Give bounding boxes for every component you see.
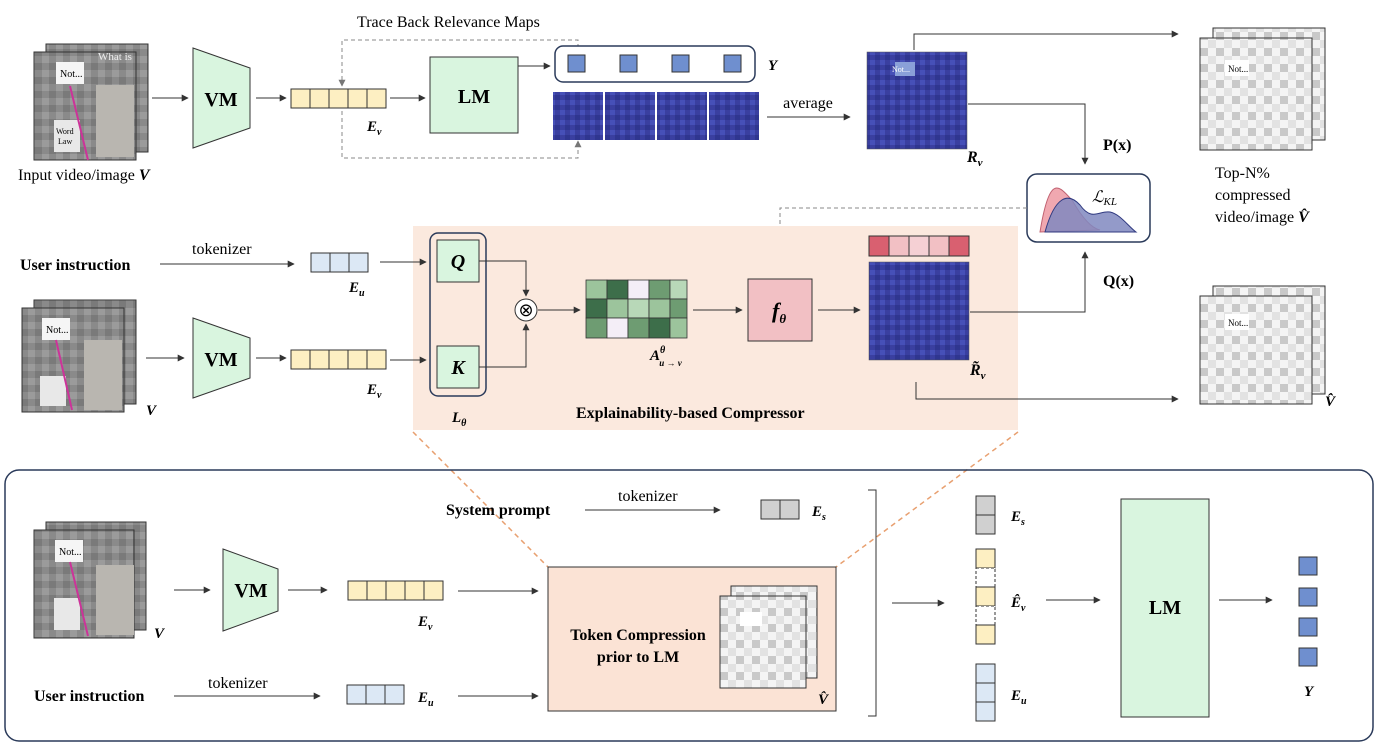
topn-line1: Top-N% — [1215, 165, 1270, 182]
f-theta-block — [747, 278, 813, 342]
rv-heatmap — [866, 51, 968, 150]
input-video-thumbnail-bottom: Not... — [33, 521, 147, 639]
vhat-label-bottom: V̂ — [818, 691, 830, 708]
eu-label-mid: Eu — [348, 280, 365, 299]
kl-label: ℒKL — [1092, 189, 1117, 208]
thumb-not-text: Not... — [60, 69, 83, 80]
relevance-maps — [553, 92, 759, 140]
q-block — [436, 239, 480, 283]
language-model-bottom — [1120, 498, 1210, 718]
compressed-thumbnail-mid: Not... — [1199, 285, 1326, 405]
thumb-word-text: Word — [56, 127, 74, 136]
qx-label: Q(x) — [1103, 273, 1134, 290]
inference-pipeline-panel — [4, 469, 1374, 742]
system-prompt-label: System prompt — [446, 502, 551, 519]
vision-model-bottom — [222, 548, 279, 632]
tokenizer-bottom-2: tokenizer — [208, 675, 268, 692]
eu-label-right: Eu — [1010, 688, 1027, 707]
vm-label-bottom: VM — [234, 580, 267, 602]
es-label-bottom: Es — [811, 504, 826, 523]
eu-tokens-bottom — [346, 684, 405, 705]
topn-line2: compressed — [1215, 187, 1291, 204]
ev-hat-label-right: Êv — [1010, 594, 1026, 614]
thumb-what-text: What is — [98, 51, 132, 63]
vhat-hat-label: V̂̂ — [1325, 393, 1337, 410]
ev-label-top: Ev — [366, 119, 382, 138]
trace-back-label: Trace Back Relevance Maps — [357, 14, 540, 31]
tc-line2: prior to LM — [597, 649, 679, 666]
q-label: Q — [451, 251, 465, 273]
r-tilde-heatmap — [868, 261, 970, 361]
ev-tokens-right — [975, 548, 996, 645]
user-instruction-mid: User instruction — [20, 257, 130, 274]
thumb-not-text-bottom: Not... — [59, 547, 82, 558]
input-label: Input video/image V — [18, 167, 151, 184]
attention-map-grid — [585, 279, 688, 339]
matmul-operator — [514, 298, 538, 322]
tc-line1: Token Compression — [570, 627, 706, 644]
topn-line3: video/image V̂ — [1215, 207, 1310, 226]
y-tokens-top — [567, 54, 742, 73]
eu-tokens-mid — [310, 252, 369, 273]
eu-label-bottom: Eu — [417, 690, 434, 709]
ev-tokens-mid — [290, 349, 387, 370]
y-output-box — [554, 45, 756, 83]
ev-label-mid: Ev — [366, 382, 382, 401]
k-label: K — [450, 357, 466, 379]
ev-tokens-bottom — [347, 580, 444, 601]
k-block — [436, 345, 480, 389]
vm-label-top: VM — [204, 89, 237, 111]
tokenizer-mid: tokenizer — [192, 241, 252, 258]
tokenizer-bottom-1: tokenizer — [618, 488, 678, 505]
es-tokens-bottom — [760, 499, 800, 520]
lm-label-top: LM — [458, 86, 490, 108]
eu-tokens-right — [975, 663, 996, 722]
es-label-right: Es — [1010, 509, 1025, 528]
vision-model-top — [192, 47, 251, 149]
y-tokens-bottom — [1298, 556, 1318, 667]
y-label-top: Y — [768, 58, 779, 74]
language-model-top — [429, 56, 519, 134]
mid-not-text: Not... — [1228, 318, 1248, 328]
compressor-title: Explainability-based Compressor — [576, 405, 805, 422]
r-tilde-scores — [868, 235, 970, 257]
y-label-bottom: Y — [1304, 684, 1315, 700]
r-tilde-label: R̃v — [969, 360, 986, 382]
user-instruction-bottom: User instruction — [34, 688, 144, 705]
rv-label: Rv — [966, 149, 983, 169]
otimes-symbol: ⊗ — [518, 300, 533, 320]
vision-model-mid — [192, 317, 251, 399]
topn-compressed-thumbnail: Not... — [1199, 27, 1326, 151]
topn-not-text: Not... — [1228, 64, 1248, 74]
v-label-bottom: V — [154, 626, 166, 642]
thumb-law-text: Law — [58, 137, 72, 146]
l-theta-label: Lθ — [451, 410, 467, 429]
ev-label-bottom: Ev — [417, 614, 433, 633]
thumb-not-text-mid: Not... — [46, 325, 69, 336]
es-tokens-right — [975, 495, 996, 535]
input-video-thumbnail: Not... Word Law What is — [33, 43, 149, 161]
lm-label-bottom: LM — [1149, 597, 1181, 619]
f-theta-label: fθ — [772, 298, 786, 326]
v-label-mid: V — [146, 403, 158, 419]
vm-label-mid: VM — [204, 349, 237, 371]
average-label: average — [783, 95, 833, 112]
tc-compressed-thumbnail — [719, 585, 818, 689]
rv-not-text: Not... — [892, 65, 910, 74]
px-label: P(x) — [1103, 137, 1131, 154]
ev-tokens-top — [290, 88, 387, 109]
input-video-thumbnail-mid: Not... — [21, 299, 137, 413]
